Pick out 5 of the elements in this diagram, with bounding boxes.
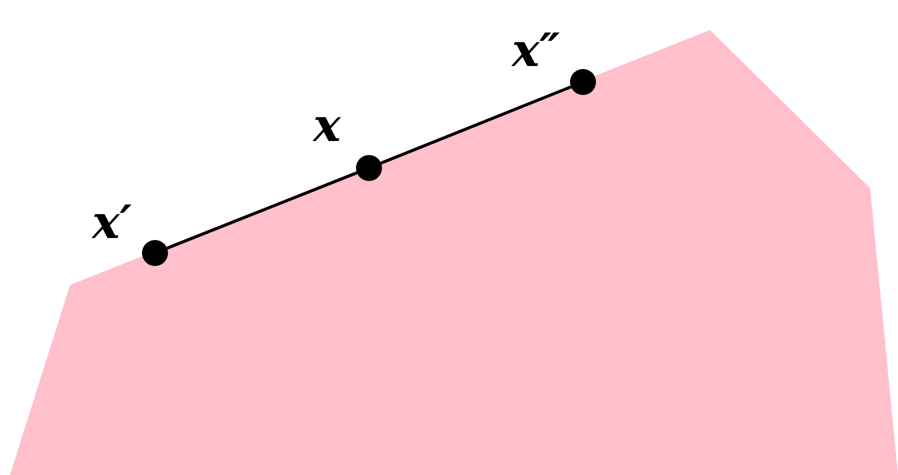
- point-label: x: [313, 102, 341, 148]
- point-label: x″: [512, 27, 560, 73]
- line-segment: [166, 171, 358, 250]
- line-segment: [380, 85, 572, 165]
- point-label: x′: [92, 199, 132, 245]
